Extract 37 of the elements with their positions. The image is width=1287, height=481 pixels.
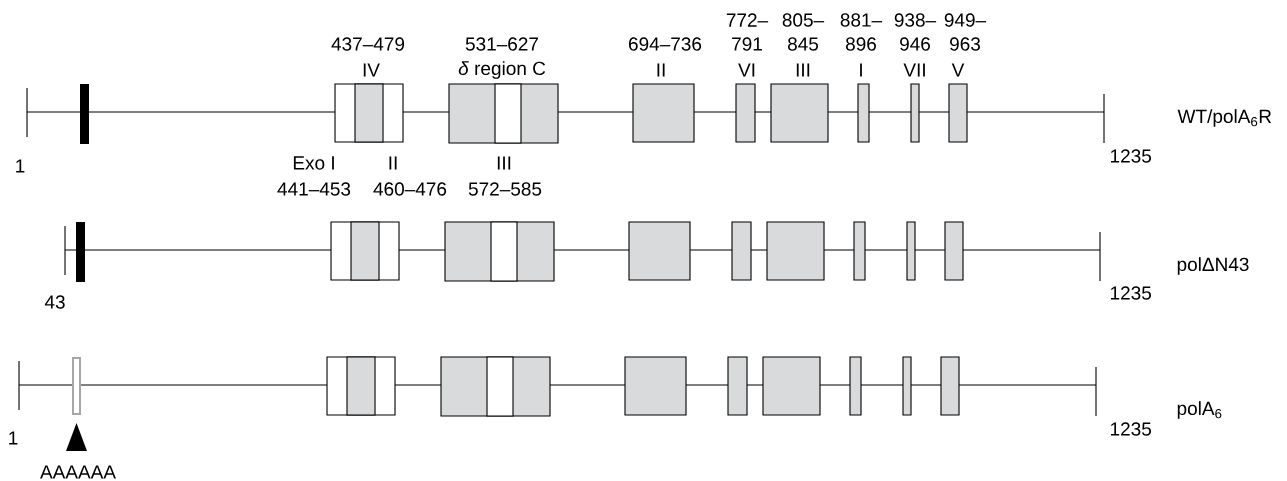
label: 1235 [1111,422,1151,436]
label: 43 [44,295,65,309]
label: 946 [900,37,930,51]
label: 531–627 [465,37,538,51]
label: VI [738,63,755,77]
label: polA$_{6}$ [1177,401,1222,419]
label: WT/polA$_{6}$R [1177,109,1272,127]
label: 441–453 [277,182,351,196]
label: 1235 [1111,149,1151,163]
label: Exo I [293,156,334,170]
label: 1235 [1111,286,1151,300]
label: AAAAAA [40,465,116,479]
label: 949– [944,13,987,27]
label: 1 [9,431,18,445]
label: II [389,156,397,170]
label: 896 [846,37,876,51]
label: 437–479 [331,37,405,51]
label: VII [903,63,925,77]
label: 694–736 [629,37,702,51]
label: I [860,63,862,77]
label: II [657,63,665,77]
label: V [951,63,965,77]
label: 963 [950,37,980,51]
label: 572–585 [468,182,542,196]
label: 460–476 [373,182,447,196]
label: 772– [726,13,769,27]
label: IV [363,63,380,77]
label: 938– [894,13,937,27]
label: 845 [788,37,819,51]
label: 881– [840,13,883,27]
label: 1 [16,159,25,173]
label: 791 [732,37,762,51]
label: III [497,156,511,170]
label: polΔN43 [1177,257,1249,275]
label: δ region C [458,61,546,79]
label: 805– [782,13,825,27]
label: III [796,63,810,77]
